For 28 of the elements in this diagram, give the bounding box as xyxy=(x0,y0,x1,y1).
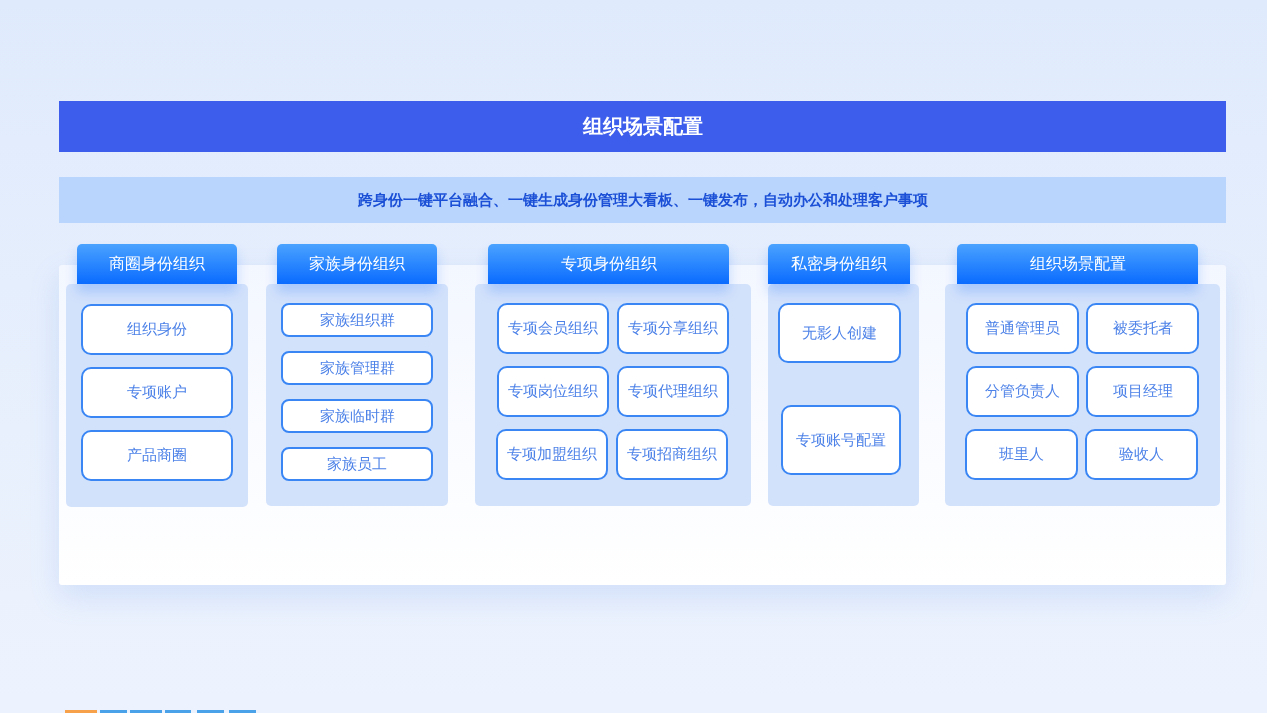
role-box: 专项账号配置 xyxy=(781,405,901,475)
role-box: 分管负责人 xyxy=(966,366,1079,417)
role-box: 项目经理 xyxy=(1086,366,1199,417)
title-banner: 组织场景配置 xyxy=(59,101,1226,152)
column-header-tab: 家族身份组织 xyxy=(277,244,437,284)
column-header-tab: 私密身份组织 xyxy=(768,244,910,284)
role-box: 专项加盟组织 xyxy=(496,429,608,480)
column-header-tab: 商圈身份组织 xyxy=(77,244,237,284)
column-header-tab: 专项身份组织 xyxy=(488,244,729,284)
role-box: 专项账户 xyxy=(81,367,233,418)
role-box: 专项代理组织 xyxy=(617,366,729,417)
role-box: 专项分享组织 xyxy=(617,303,729,354)
role-box: 家族员工 xyxy=(281,447,433,481)
role-box: 普通管理员 xyxy=(966,303,1079,354)
role-box: 专项岗位组织 xyxy=(497,366,609,417)
role-box: 家族管理群 xyxy=(281,351,433,385)
role-box: 被委托者 xyxy=(1086,303,1199,354)
role-box: 家族组织群 xyxy=(281,303,433,337)
role-box: 专项会员组织 xyxy=(497,303,609,354)
role-box: 产品商圈 xyxy=(81,430,233,481)
role-box: 验收人 xyxy=(1085,429,1198,480)
role-box: 班里人 xyxy=(965,429,1078,480)
column-header-tab: 组织场景配置 xyxy=(957,244,1198,284)
role-box: 专项招商组织 xyxy=(616,429,728,480)
subtitle-band: 跨身份一键平台融合、一键生成身份管理大看板、一键发布，自动办公和处理客户事项 xyxy=(59,177,1226,223)
role-box: 无影人创建 xyxy=(778,303,901,363)
role-box: 家族临时群 xyxy=(281,399,433,433)
role-box: 组织身份 xyxy=(81,304,233,355)
